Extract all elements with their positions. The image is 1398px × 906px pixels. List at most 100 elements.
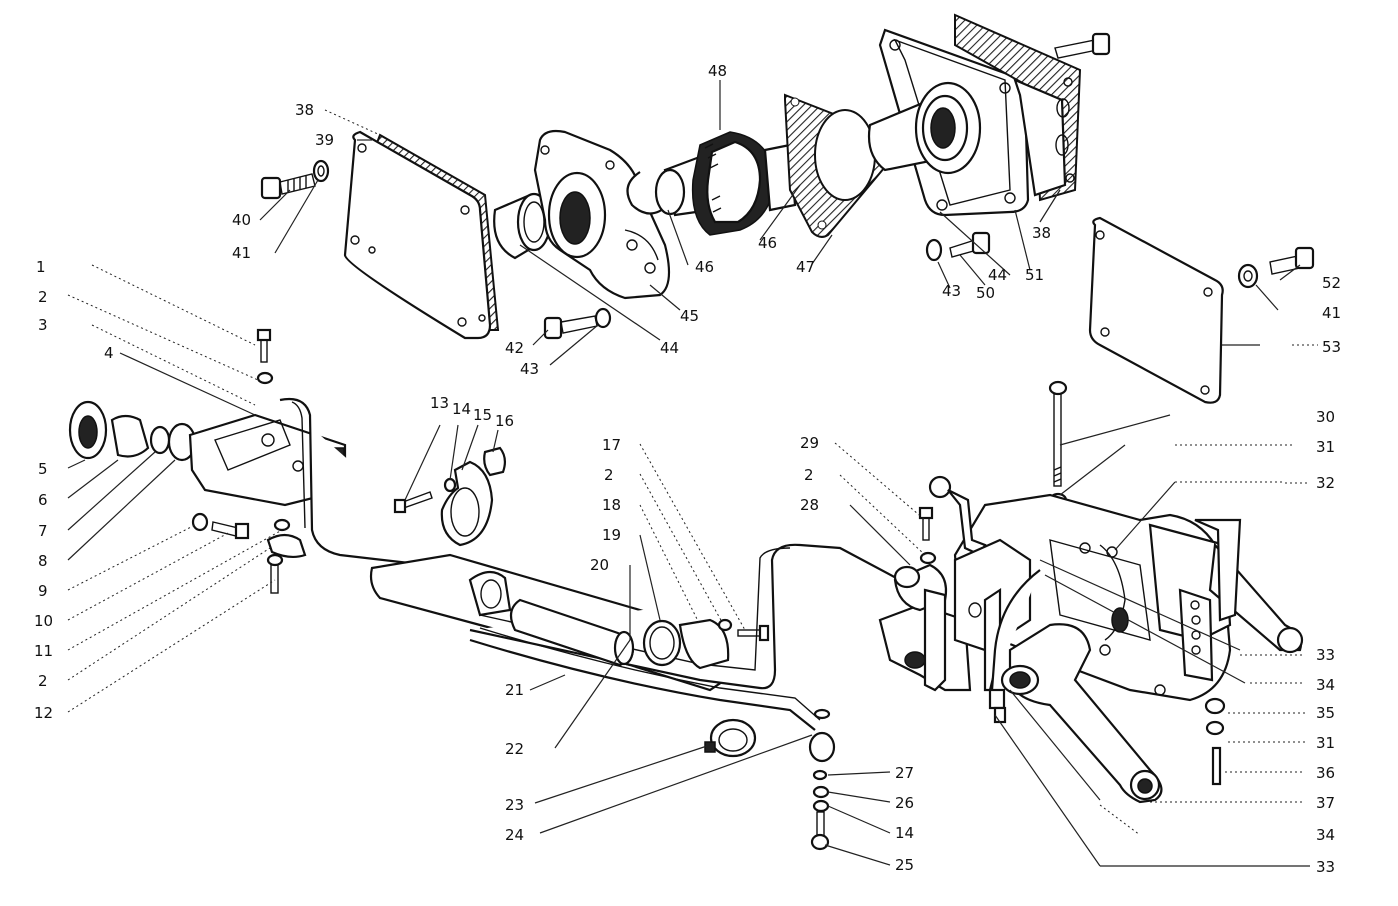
bearing-housing-45 (533, 129, 671, 300)
label-37: 37 (1316, 794, 1335, 812)
oring-7 (149, 425, 171, 455)
coupling-6 (110, 414, 150, 458)
label-9: 9 (38, 582, 48, 600)
washer-43-right (925, 238, 943, 262)
label-10: 10 (34, 612, 53, 630)
washer-26 (812, 785, 830, 799)
label-34-b: 34 (1316, 826, 1335, 844)
label-44-left: 44 (660, 339, 679, 357)
flange-housing-51 (867, 28, 1030, 217)
label-16: 16 (495, 412, 514, 430)
label-41-right: 41 (1322, 304, 1341, 322)
cover-plate-39 (343, 130, 492, 340)
label-28: 28 (800, 496, 819, 514)
label-15: 15 (473, 406, 492, 424)
label-50: 50 (976, 284, 995, 302)
label-13: 13 (430, 394, 449, 412)
lever-arm-33 (1008, 623, 1163, 804)
bolt-40 (260, 173, 316, 200)
label-47: 47 (796, 258, 815, 276)
gear-shaft-48 (654, 131, 797, 236)
washer-2-right (919, 551, 937, 565)
part-labels: 38 39 40 41 48 46 46 47 44 45 42 43 43 5… (34, 62, 1341, 876)
label-24: 24 (505, 826, 524, 844)
long-bolt-30 (1048, 380, 1068, 487)
label-34-a: 34 (1316, 676, 1335, 694)
label-6: 6 (38, 491, 48, 509)
label-31-a: 31 (1316, 438, 1335, 456)
bolt-52 (1269, 246, 1315, 275)
label-36: 36 (1316, 764, 1335, 782)
bolt-42 (543, 315, 598, 340)
nut-31-bottom (1205, 720, 1225, 736)
label-19: 19 (602, 526, 621, 544)
label-2-b: 2 (38, 672, 48, 690)
label-26: 26 (895, 794, 914, 812)
banjo-11 (266, 533, 307, 559)
label-41-left: 41 (232, 244, 251, 262)
label-45: 45 (680, 307, 699, 325)
label-43-left: 43 (520, 360, 539, 378)
label-35: 35 (1316, 704, 1335, 722)
label-17: 17 (602, 436, 621, 454)
label-11: 11 (34, 642, 53, 660)
label-3: 3 (38, 316, 48, 334)
label-52: 52 (1322, 274, 1341, 292)
pipe-24 (469, 638, 816, 731)
label-42: 42 (505, 339, 524, 357)
spacer-16 (483, 446, 507, 477)
washer-2-upper (256, 371, 274, 385)
pipe-34 (990, 569, 1041, 691)
label-2-a: 2 (38, 288, 48, 306)
label-48: 48 (708, 62, 727, 80)
bracket-18 (678, 618, 730, 670)
label-2-d: 2 (804, 466, 814, 484)
label-46-left: 46 (695, 258, 714, 276)
label-44-right: 44 (988, 266, 1007, 284)
label-30: 30 (1316, 408, 1335, 426)
pipe-21 (469, 543, 901, 690)
washer-41-right (1237, 263, 1259, 289)
label-23: 23 (505, 796, 524, 814)
label-38-left: 38 (295, 101, 314, 119)
label-32: 32 (1316, 474, 1335, 492)
washer-9 (191, 512, 209, 532)
label-38-right: 38 (1032, 224, 1051, 242)
label-43-right: 43 (942, 282, 961, 300)
label-22: 22 (505, 740, 524, 758)
label-2-c: 2 (604, 466, 614, 484)
fitting-bottom (988, 688, 1007, 724)
washer-41 (312, 159, 330, 183)
bolt-50 (949, 231, 991, 258)
label-33-a: 33 (1316, 646, 1335, 664)
nut-2-mid (717, 618, 733, 632)
label-12: 12 (34, 704, 53, 722)
label-29: 29 (800, 434, 819, 452)
upper-assembly (260, 13, 1315, 404)
label-8: 8 (38, 552, 48, 570)
label-1: 1 (36, 258, 46, 276)
bolt-10 (211, 521, 250, 540)
washer-43-left (594, 307, 612, 329)
label-7: 7 (38, 522, 48, 540)
pipe-to-cylinder (279, 397, 481, 576)
label-31-b: 31 (1316, 734, 1335, 752)
label-39: 39 (315, 131, 334, 149)
washer-2-lower (273, 518, 291, 532)
label-53: 53 (1322, 338, 1341, 356)
middle-hose-assembly (369, 446, 901, 851)
screw-29 (918, 506, 934, 541)
screw-1 (256, 328, 272, 363)
washer-14 (812, 799, 830, 813)
bolt-17 (737, 624, 770, 642)
label-51: 51 (1025, 266, 1044, 284)
label-33-b: 33 (1316, 858, 1335, 876)
screw-12 (266, 553, 284, 594)
stud-36 (1211, 746, 1222, 786)
label-27: 27 (895, 764, 914, 782)
nut-35 (1204, 697, 1226, 715)
label-21: 21 (505, 681, 524, 699)
valve-block-assembly (878, 380, 1304, 804)
washer-27 (812, 769, 828, 781)
